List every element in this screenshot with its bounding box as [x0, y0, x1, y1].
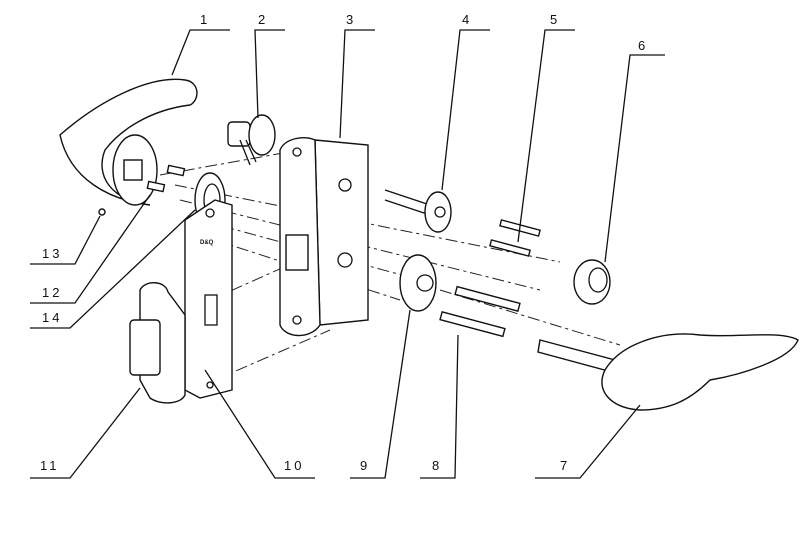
part-12-screws	[146, 164, 186, 193]
svg-text:1: 1	[200, 12, 210, 27]
callout-6: 6	[604, 38, 665, 263]
callout-3: 3	[339, 12, 375, 139]
svg-text:4: 4	[462, 12, 472, 27]
part-5-screws	[489, 219, 541, 257]
callout-13: 13	[30, 215, 101, 265]
svg-text:13: 13	[42, 246, 62, 261]
part-3-lock-body	[279, 137, 369, 337]
part-1-lever-handle	[59, 78, 198, 206]
callout-10: 10	[204, 369, 315, 479]
assembly-axes	[159, 149, 621, 381]
callout-9: 9	[350, 309, 411, 479]
svg-text:2: 2	[258, 12, 268, 27]
callout-12: 12	[30, 194, 151, 304]
part-9-rose	[399, 254, 437, 312]
svg-text:8: 8	[432, 458, 442, 473]
svg-text:3: 3	[346, 12, 356, 27]
callout-1: 1	[171, 12, 230, 76]
callout-7: 7	[535, 404, 641, 479]
svg-text:12: 12	[42, 285, 62, 300]
callout-5: 5	[517, 12, 575, 243]
svg-text:9: 9	[360, 458, 370, 473]
part-7-lever-handle	[537, 333, 799, 411]
callout-14: 14	[30, 209, 196, 329]
svg-text:5: 5	[550, 12, 560, 27]
callout-2: 2	[254, 12, 285, 119]
faceplate-mark: D&Q	[200, 240, 214, 246]
part-2-rose-with-pins	[227, 114, 276, 166]
callout-11: 11	[30, 387, 141, 479]
part-13-screw	[98, 208, 106, 216]
svg-text:14: 14	[42, 310, 62, 325]
callout-4: 4	[441, 12, 490, 191]
svg-text:11: 11	[40, 458, 60, 473]
callouts: 1 2 3 4 5 6 7 8 9 10 11 12 13 14	[30, 12, 665, 479]
svg-text:7: 7	[560, 458, 570, 473]
part-4-rose-with-pins	[384, 189, 452, 233]
part-10-faceplate: D&Q	[184, 199, 233, 399]
svg-text:10: 10	[284, 458, 304, 473]
part-6-ring	[573, 259, 611, 305]
svg-text:6: 6	[638, 38, 648, 53]
callout-8: 8	[420, 334, 459, 479]
part-8-bolts	[439, 285, 521, 338]
part-11-strike-plate	[129, 282, 186, 404]
